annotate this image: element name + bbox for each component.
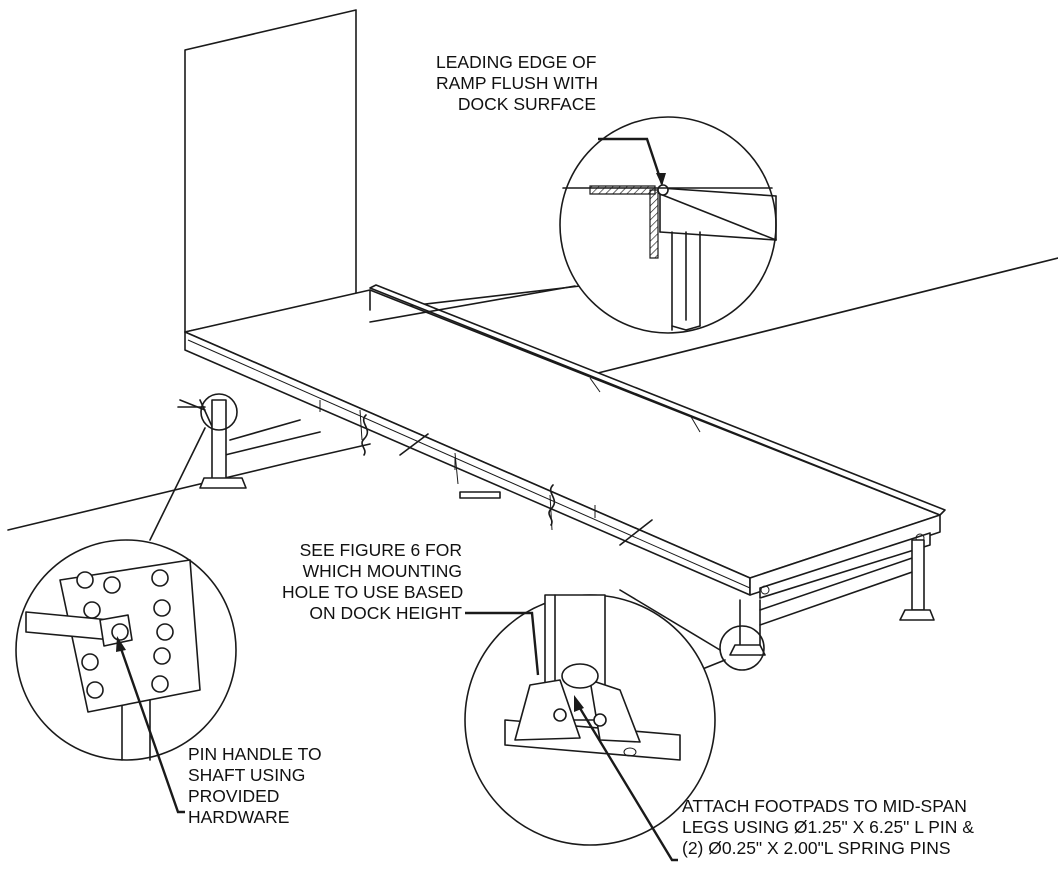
footpad-detail: [464, 589, 721, 862]
callout-line: LEADING EDGE OF: [436, 52, 597, 72]
leading-edge-callout: LEADING EDGE OF RAMP FLUSH WITH DOCK SUR…: [436, 52, 599, 115]
callout-line: WHICH MOUNTING: [302, 561, 462, 581]
bolt-heads: [76, 569, 174, 699]
callout-line: (2) Ø0.25" X 2.00"L SPRING PINS: [682, 838, 951, 858]
detail-markers: [200, 393, 765, 671]
callout-line: DOCK SURFACE: [457, 94, 596, 114]
dock-wall: [184, 9, 357, 333]
callout-line: PROVIDED: [188, 786, 280, 806]
callout-line: SHAFT USING: [188, 765, 306, 785]
callout-line: LEGS USING Ø1.25" X 6.25" L PIN &: [682, 817, 974, 837]
callout-line: HARDWARE: [188, 807, 290, 827]
support-frame: [177, 399, 935, 656]
ramp-deck: [184, 284, 946, 599]
callout-line: SEE FIGURE 6 FOR: [299, 540, 462, 560]
attach-footpads-callout: ATTACH FOOTPADS TO MID-SPAN LEGS USING Ø…: [682, 796, 974, 859]
callout-line: PIN HANDLE TO: [188, 744, 322, 764]
pin-handle-detail: [15, 539, 237, 814]
callout-line: HOLE TO USE BASED: [282, 582, 464, 602]
see-figure-callout: SEE FIGURE 6 FOR WHICH MOUNTING HOLE TO …: [282, 540, 464, 624]
leading-edge-detail: [559, 116, 777, 334]
pin-handle-callout: PIN HANDLE TO SHAFT USING PROVIDED HARDW…: [188, 744, 322, 828]
callout-line: RAMP FLUSH WITH: [436, 73, 599, 93]
callout-line: ATTACH FOOTPADS TO MID-SPAN: [682, 796, 967, 816]
callout-line: ON DOCK HEIGHT: [309, 603, 462, 623]
